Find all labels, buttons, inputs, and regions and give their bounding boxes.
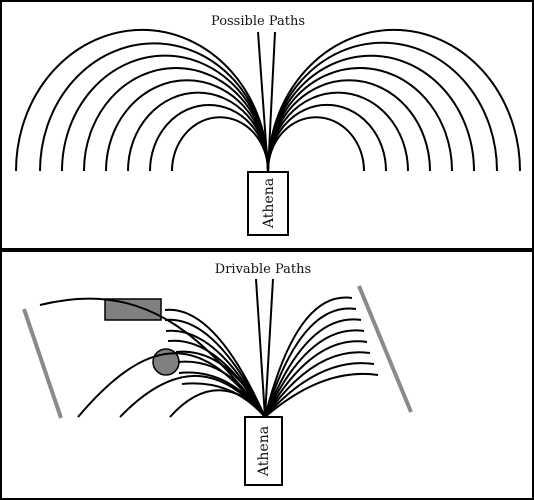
bottom-panel-title: Drivable Paths (215, 262, 311, 277)
path-arc-right-truncated (264, 307, 357, 418)
path-arc-right (267, 116, 365, 172)
path-arc-right-truncated (264, 318, 362, 418)
right-wall (357, 285, 413, 413)
path-arc-right (267, 67, 453, 172)
path-arc-left-truncated (181, 382, 266, 418)
rectangular-obstacle (104, 298, 162, 321)
path-straight (267, 31, 276, 172)
drivable-path-arcs (39, 278, 379, 418)
path-straight (264, 278, 274, 418)
possible-path-arcs (15, 28, 521, 172)
path-arc-right (267, 54, 475, 172)
path-arc-left (127, 91, 269, 172)
path-arc-right-truncated (264, 372, 379, 418)
rover-label: Athena (261, 178, 277, 229)
path-arc-right-truncated (264, 351, 371, 418)
path-arc-left (149, 104, 269, 172)
path-arc-right (267, 104, 387, 172)
path-arc-right-truncated (264, 296, 353, 418)
left-wall (22, 308, 63, 419)
rover-label: Athena (256, 426, 272, 477)
top-panel-title: Possible Paths (211, 14, 305, 29)
path-straight (255, 278, 266, 418)
path-straight (257, 31, 269, 172)
path-arc-right (267, 79, 431, 172)
path-arc-left (77, 352, 266, 418)
path-arc-left-truncated (177, 360, 266, 418)
top-rover: Athena (247, 171, 289, 236)
path-arc-right (267, 91, 409, 172)
path-arc-left (83, 67, 269, 172)
path-arc-right (267, 41, 498, 172)
path-arc-left (39, 42, 269, 172)
rover-body (247, 171, 289, 236)
path-arc-right-truncated (264, 329, 365, 418)
path-arc-left-truncated (178, 371, 266, 418)
path-arc-right-truncated (264, 362, 375, 418)
path-arc-left (15, 28, 269, 172)
path-arc-left (105, 79, 269, 172)
path-arc-left (171, 116, 269, 172)
path-arc-left (61, 54, 269, 172)
path-arc-right-truncated (264, 340, 368, 418)
top-panel: Possible Paths Athena (0, 0, 534, 250)
path-arc-right (267, 28, 521, 172)
rover-body (244, 416, 283, 486)
bottom-rover: Athena (244, 416, 283, 486)
bottom-panel: Drivable Paths Athena (0, 250, 534, 500)
